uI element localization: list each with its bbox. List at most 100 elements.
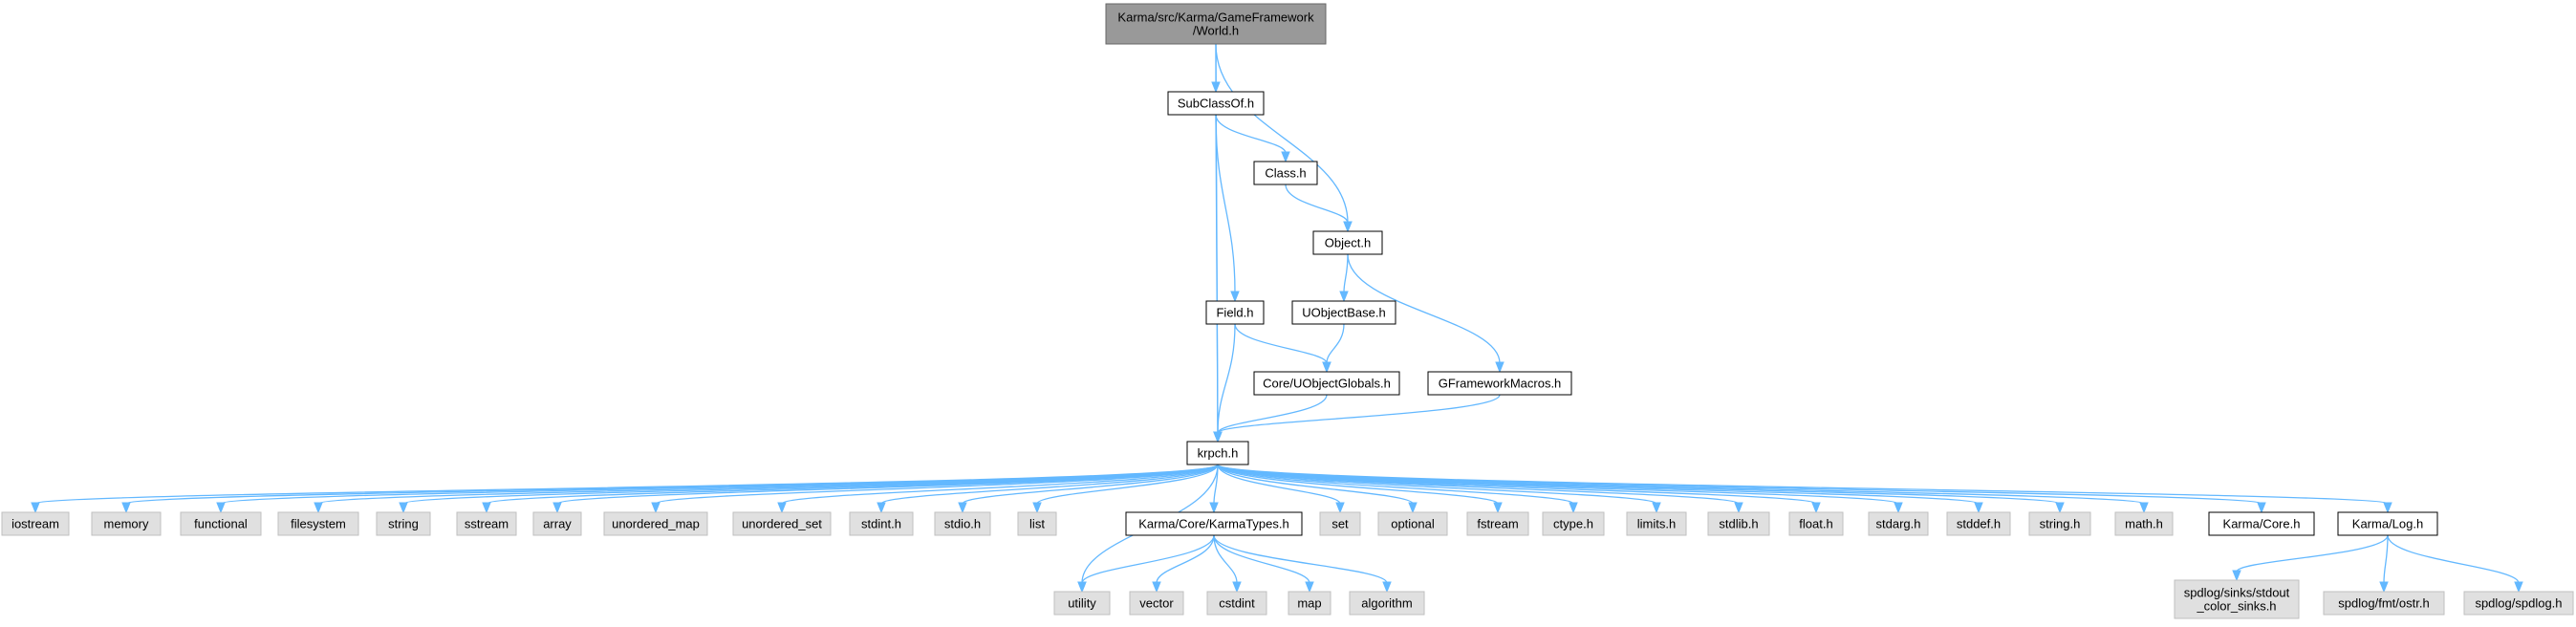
node-field[interactable]: Field.h [1205,300,1265,325]
node-spdlog: spdlog/spdlog.h [2463,591,2574,616]
node-box [1427,371,1572,396]
node-label: Object.h [1325,236,1371,250]
edge-karmatypes-to-vector [1152,534,1215,594]
node-math: math.h [2114,511,2174,536]
node-box [603,511,708,536]
node-karmalog[interactable]: Karma/Log.h [2337,511,2438,536]
edge-karmalog-to-spdlog [2387,534,2523,594]
node-label: Class.h [1265,166,1306,181]
node-label: float.h [1799,517,1832,531]
edge-karmatypes-to-map [1213,534,1314,594]
node-limits: limits.h [1626,511,1687,536]
node-box [1253,371,1400,396]
node-label: spdlog/fmt/ostr.h [2338,596,2429,611]
node-list: list [1017,511,1057,536]
node-box [1707,511,1770,536]
node-set: set [1319,511,1361,536]
node-stdout_sinks: spdlog/sinks/stdout_color_sinks.h [2174,579,2300,619]
node-box [2114,511,2174,536]
edge-krpch-to-ctype [1217,464,1578,514]
edge-karmalog-to-stdout_sinks [2232,534,2389,582]
node-class[interactable]: Class.h [1253,161,1318,185]
node-subclassof[interactable]: SubClassOf.h [1167,91,1265,116]
node-box [1167,91,1265,116]
node-box [1319,511,1361,536]
node-label: limits.h [1637,517,1676,531]
node-label: Karma/Core/KarmaTypes.h [1138,517,1289,531]
node-label: ctype.h [1553,517,1593,531]
node-box [732,511,832,536]
edge-uobjectbase-to-uobjectglobals [1322,323,1345,374]
edge-krpch-to-karmalog [1217,464,2392,514]
edge-krpch-to-set [1217,464,1345,514]
node-box [849,511,914,536]
node-algorithm: algorithm [1349,591,1425,616]
node-label: Karma/Log.h [2352,517,2423,531]
edge-krpch-to-array [552,464,1219,514]
node-label: stdlib.h [1719,517,1758,531]
node-krpch[interactable]: krpch.h [1186,441,1249,465]
node-box [2323,591,2445,616]
edge-krpch-to-optional [1217,464,1418,514]
node-array: array [532,511,582,536]
edge-krpch-to-karmatypes [1209,464,1219,514]
edge-world-to-object [1215,43,1353,233]
node-box [2463,591,2574,616]
node-ctype: ctype.h [1542,511,1605,536]
node-gframeworkmacros[interactable]: GFrameworkMacros.h [1427,371,1572,396]
node-box [1205,300,1265,325]
node-world[interactable]: Karma/src/Karma/GameFramework/World.h [1105,3,1327,45]
node-label: Karma/src/Karma/GameFramework [1117,11,1314,25]
node-label: stddef.h [1957,517,2001,531]
node-box [1129,591,1184,616]
node-box [532,511,582,536]
node-box [1053,591,1111,616]
node-box [2337,511,2438,536]
node-box [91,511,162,536]
node-label: Karma/Core.h [2223,517,2301,531]
node-box [1105,3,1327,45]
node-label: list [1029,517,1045,531]
node-ostr: spdlog/fmt/ostr.h [2323,591,2445,616]
edge-krpch-to-unordered_map [651,464,1219,514]
node-box [1291,300,1396,325]
node-label: utility [1068,596,1096,611]
node-uobjectbase[interactable]: UObjectBase.h [1291,300,1396,325]
edge-krpch-to-fstream [1217,464,1503,514]
edge-object-to-uobjectbase [1339,253,1349,303]
node-object[interactable]: Object.h [1312,230,1383,255]
node-unordered_set: unordered_set [732,511,832,536]
node-map: map [1288,591,1331,616]
edge-uobjectglobals-to-krpch [1213,394,1328,443]
node-box [1125,511,1303,536]
node-label: map [1297,596,1321,611]
node-label: memory [104,517,149,531]
node-label: GFrameworkMacros.h [1439,377,1562,391]
node-label: set [1331,517,1349,531]
node-karmatypes[interactable]: Karma/Core/KarmaTypes.h [1125,511,1303,536]
node-label: filesystem [291,517,346,531]
edge-subclassof-to-field [1215,114,1240,303]
edge-object-to-gframeworkmacros [1347,253,1504,374]
node-fstream: fstream [1466,511,1529,536]
node-label: UObjectBase.h [1302,306,1385,320]
node-label: vector [1139,596,1174,611]
node-stdlib: stdlib.h [1707,511,1770,536]
edge-subclassof-to-class [1215,114,1290,163]
node-stddef: stddef.h [1946,511,2011,536]
node-label: cstdint [1219,596,1255,611]
node-optional: optional [1377,511,1448,536]
node-label: unordered_map [612,517,700,531]
node-vector: vector [1129,591,1184,616]
node-uobjectglobals[interactable]: Core/UObjectGlobals.h [1253,371,1400,396]
node-label: spdlog/spdlog.h [2475,596,2562,611]
node-label: _color_sinks.h [2196,599,2276,614]
node-label: stdio.h [944,517,981,531]
node-box [2208,511,2315,536]
edge-karmalog-to-ostr [2379,534,2389,594]
edge-krpch-to-unordered_set [777,464,1219,514]
node-box [1349,591,1425,616]
node-box [1377,511,1448,536]
node-karmacore[interactable]: Karma/Core.h [2208,511,2315,536]
